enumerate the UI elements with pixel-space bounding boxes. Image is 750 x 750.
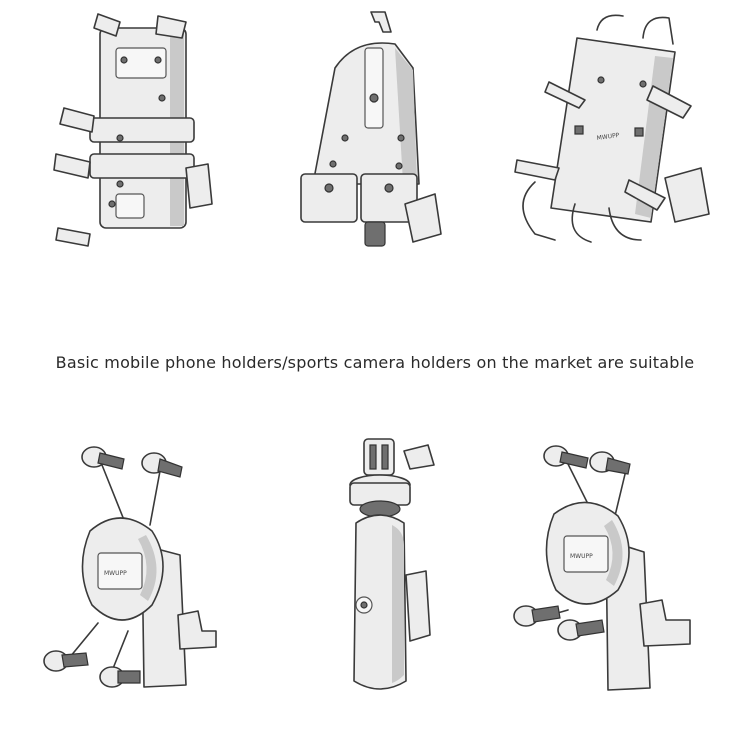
photo-x-grip-holder-alt: MWUPP [510,440,695,695]
photo-hook-claw-holder: MWUPP [505,8,720,250]
svg-text:MWUPP: MWUPP [596,132,620,142]
photo-spring-grip-holder [50,8,220,250]
svg-text:MWUPP: MWUPP [104,570,127,577]
svg-text:MWUPP: MWUPP [570,553,593,560]
photo-x-grip-holder: MWUPP [40,435,225,695]
caption-text: Basic mobile phone holders/sports camera… [55,353,695,372]
photo-slim-clip-holder [295,8,445,250]
photo-action-camera-mount [340,435,445,697]
